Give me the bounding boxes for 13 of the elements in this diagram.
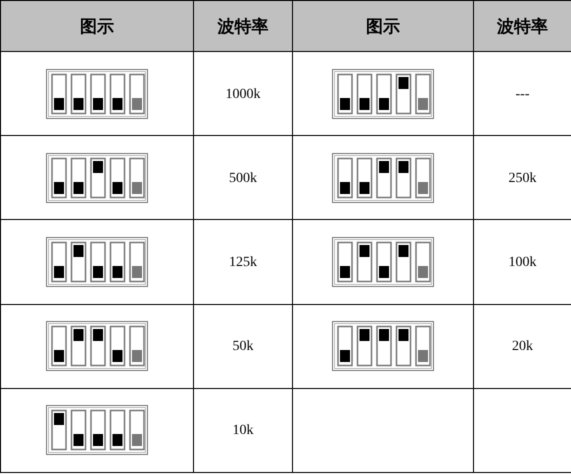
- header-cell: 波特率: [194, 0, 292, 52]
- header-cell: 波特率: [474, 0, 571, 52]
- baud-rate-text: 50k: [232, 339, 254, 354]
- baud-rate-text: 10k: [232, 423, 254, 438]
- baud-rate-text: 125k: [229, 254, 257, 270]
- baud-rate-text: 250k: [508, 170, 536, 186]
- baud-rate-text: 20k: [512, 339, 533, 354]
- baud-rate-text: ---: [516, 86, 530, 102]
- header-cell: 图示: [292, 0, 474, 52]
- baud-rate-text: 500k: [229, 170, 257, 186]
- baud-rate-text: 100k: [508, 254, 536, 270]
- baud-rate-text: 1000k: [226, 86, 260, 102]
- header-cell: 图示: [0, 0, 194, 52]
